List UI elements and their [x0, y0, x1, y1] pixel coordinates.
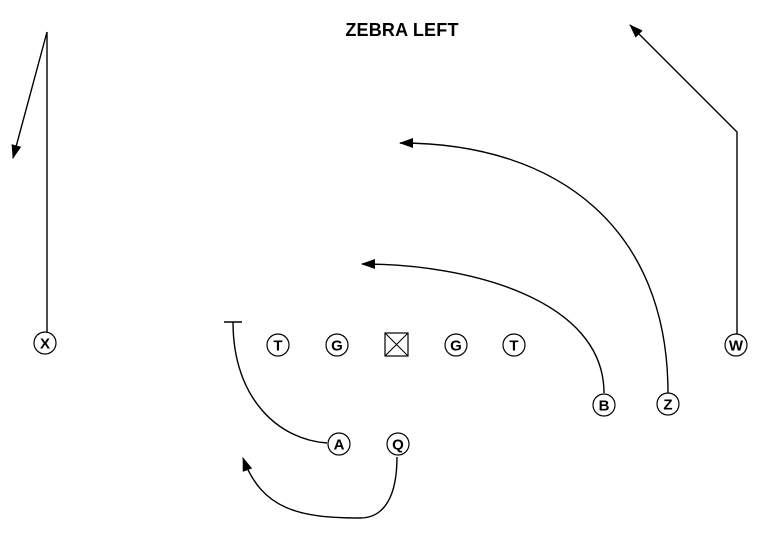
player-right-tackle-circle	[502, 333, 526, 357]
player-right-tackle: T	[502, 333, 526, 357]
player-left-guard-circle	[325, 333, 349, 357]
player-right-tackle-label: T	[509, 338, 518, 355]
player-b-circle	[592, 393, 616, 417]
player-right-guard-circle	[444, 333, 468, 357]
player-left-guard: G	[325, 333, 349, 357]
player-q-label: Q	[392, 437, 404, 454]
player-a-circle	[327, 432, 351, 456]
player-q: Q	[386, 432, 410, 456]
q-route	[242, 456, 398, 519]
player-z-label: Z	[663, 397, 672, 414]
player-w-label: W	[729, 338, 744, 355]
player-x-circle	[33, 331, 57, 355]
x-route	[11, 31, 48, 332]
play-title: ZEBRA LEFT	[345, 20, 459, 40]
player-x-label: X	[40, 336, 50, 353]
b-route	[361, 259, 605, 394]
player-a-label: A	[334, 437, 345, 454]
player-left-tackle-label: T	[273, 338, 282, 355]
player-left-tackle: T	[266, 333, 290, 357]
center-cross-b	[384, 332, 409, 357]
player-b: B	[592, 393, 616, 417]
player-x: X	[33, 331, 57, 355]
player-right-guard: G	[444, 333, 468, 357]
player-left-tackle-circle	[266, 333, 290, 357]
player-w-circle	[724, 333, 748, 357]
player-left-guard-label: G	[331, 338, 343, 355]
a-block-path	[232, 321, 328, 444]
z-route	[399, 138, 669, 394]
center-marker	[384, 332, 409, 357]
player-w: W	[724, 333, 748, 357]
player-q-circle	[386, 432, 410, 456]
player-b-label: B	[599, 398, 610, 415]
player-a: A	[327, 432, 351, 456]
w-route	[629, 24, 738, 334]
player-z: Z	[656, 392, 680, 416]
player-z-circle	[656, 392, 680, 416]
player-right-guard-label: G	[450, 338, 462, 355]
